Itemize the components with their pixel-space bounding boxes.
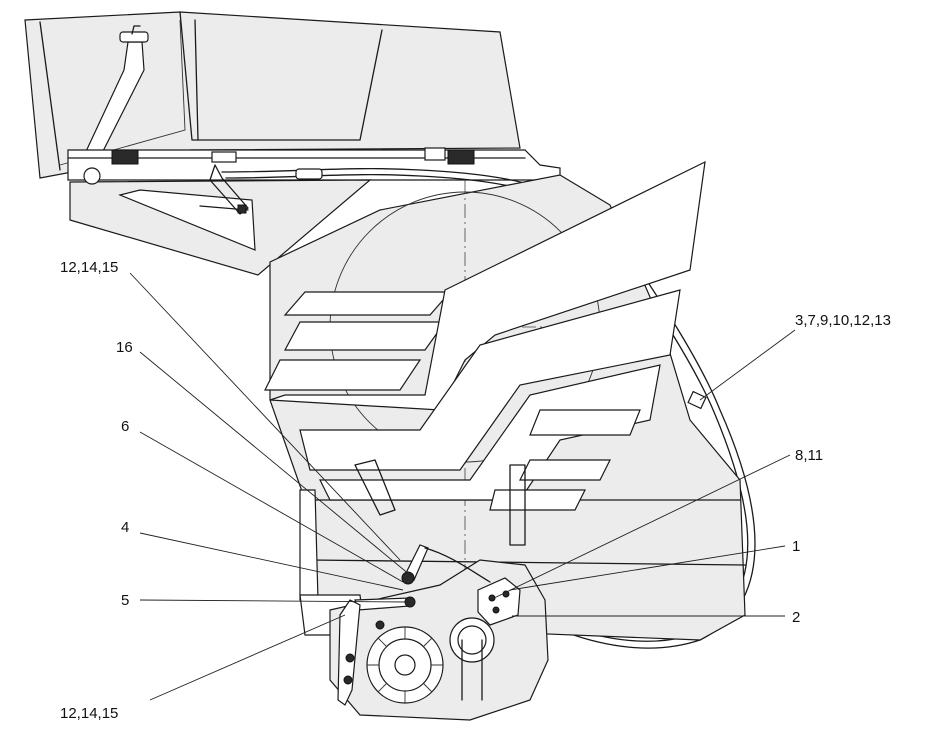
leader-3-7-9-10-12-13 [699,329,796,401]
callout-1: 1 [792,538,800,555]
leader-16 [139,351,411,576]
leader-12-14-15-bottom [149,614,346,701]
callout-16: 16 [116,339,133,356]
callout-labels: 12,14,15 16 6 4 5 12,14,15 3,7,9,10,12,1… [60,259,891,722]
callout-8-11: 8,11 [795,447,823,464]
callout-4: 4 [121,519,129,536]
callout-6: 6 [121,418,129,435]
leader-12-14-15-top [129,272,401,561]
fuel-tank [264,160,746,641]
callout-2: 2 [792,609,800,626]
frame-rail [67,147,561,276]
callout-12-14-15-bottom: 12,14,15 [60,705,118,722]
callout-12-14-15-top: 12,14,15 [60,259,118,276]
callout-5: 5 [121,592,129,609]
leader-8-11 [489,454,791,601]
leader-4 [139,532,404,591]
transmission-assembly [299,489,549,721]
callout-3-7-9-10-12-13: 3,7,9,10,12,13 [795,312,891,329]
leader-6 [139,431,404,583]
leader-1 [509,545,786,591]
leader-5 [139,599,411,603]
cab-hood [24,11,521,179]
leader-lines [129,272,796,701]
